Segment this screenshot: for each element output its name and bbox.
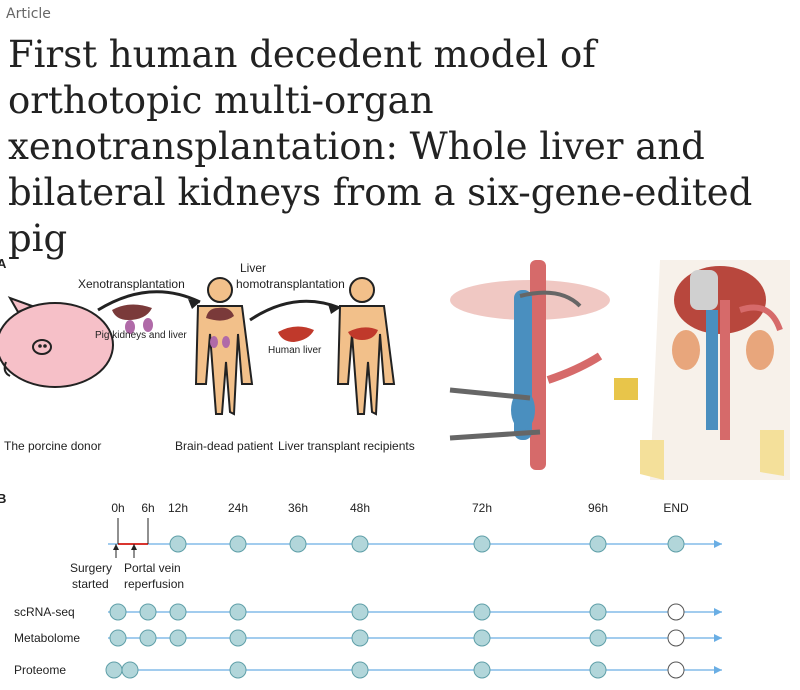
sample-node-scrna-seq-24h [229,603,247,621]
sample-node-scrna-seq-6h [139,603,157,621]
sample-node-metabolome-72h [473,629,491,647]
portal-pointer-head [131,544,137,550]
timepoint-label-72h: 72h [472,501,492,515]
timepoint-label-96h: 96h [588,501,608,515]
row-axis-proteome-head [714,666,722,674]
sample-node-proteome-96h [589,661,607,679]
timeline-node-48h [351,535,369,553]
timepoint-label-48h: 48h [350,501,370,515]
sample-node-metabolome-48h [351,629,369,647]
row-axis-scrna-seq-head [714,608,722,616]
sample-node-metabolome-96h [589,629,607,647]
pig-donor-illustration [0,296,114,388]
sample-node-proteome-48h [351,661,369,679]
row-label-metabolome: Metabolome [14,631,80,645]
brain-dead-patient-label: Brain-dead patient [175,439,274,453]
liver-recipient-figure [336,277,396,416]
timeline-node-36h [289,535,307,553]
timeline-node-12h [169,535,187,553]
portal-label-line-1: Portal vein [124,561,181,575]
timeline-node-24h [229,535,247,553]
portal-label-line-2: reperfusion [124,577,184,591]
panel-a-letter: A [0,256,7,271]
sample-node-metabolome-6h [139,629,157,647]
pig-organs-label: Pig kidneys and liver [95,330,187,341]
surgery-label-line-1: Surgery [70,561,112,575]
xenotransplantation-label: Xenotransplantation [78,277,185,291]
timepoint-label-24h: 24h [228,501,248,515]
timepoint-label-12h: 12h [168,501,188,515]
timeline-node-END [667,535,685,553]
sample-node-scrna-seq-END [667,603,685,621]
sample-node-proteome-0h [105,661,123,679]
sample-node-metabolome-12h [169,629,187,647]
sample-node-metabolome-END [667,629,685,647]
timepoint-label-0h: 0h [111,501,124,515]
sample-node-scrna-seq-0h [109,603,127,621]
panel-b-letter: B [0,491,6,506]
article-type-label: Article [6,6,51,22]
abdominal-transplant-illustration [614,260,790,480]
porcine-donor-label: The porcine donor [4,439,101,453]
sampling-timeline: 0h 6h 12h 24h 36h 48h 72h 96h END scRNA-seqMetabo… [14,501,722,679]
brain-dead-patient-figure [194,277,254,416]
pig-organs-illustration [112,304,153,334]
timepoint-label-36h: 36h [288,501,308,515]
liver-recipient-label: Liver transplant recipients [278,439,415,453]
sample-node-proteome-24h [229,661,247,679]
human-liver-icon [278,326,314,342]
surgery-label-line-2: started [72,577,109,591]
surgery-pointer-head [113,544,119,550]
sample-node-proteome-6h [121,661,139,679]
sample-node-scrna-seq-12h [169,603,187,621]
article-title: First human decedent model of orthotopic… [8,33,753,260]
study-figure: A The porcine donor Xenotransplantation … [0,256,790,679]
human-liver-label: Human liver [268,345,322,356]
timeline-node-96h [589,535,607,553]
main-timeline-axis-head [714,540,722,548]
liver-label-line-2: homotransplantation [236,277,345,291]
timepoint-label-END: END [663,501,689,515]
sample-node-scrna-seq-72h [473,603,491,621]
timeline-node-72h [473,535,491,553]
row-axis-metabolome-head [714,634,722,642]
sample-node-proteome-END [667,661,685,679]
homo-arrow [249,299,341,322]
surgical-vessel-illustration [449,260,610,470]
sample-node-metabolome-24h [229,629,247,647]
row-label-scrna-seq: scRNA-seq [14,605,75,619]
sample-node-scrna-seq-48h [351,603,369,621]
sample-node-proteome-72h [473,661,491,679]
sample-node-scrna-seq-96h [589,603,607,621]
xeno-arrow [97,290,201,312]
liver-label-line-1: Liver [240,261,266,275]
sample-node-metabolome-0h [109,629,127,647]
row-label-proteome: Proteome [14,663,66,677]
timepoint-label-6h: 6h [141,501,154,515]
